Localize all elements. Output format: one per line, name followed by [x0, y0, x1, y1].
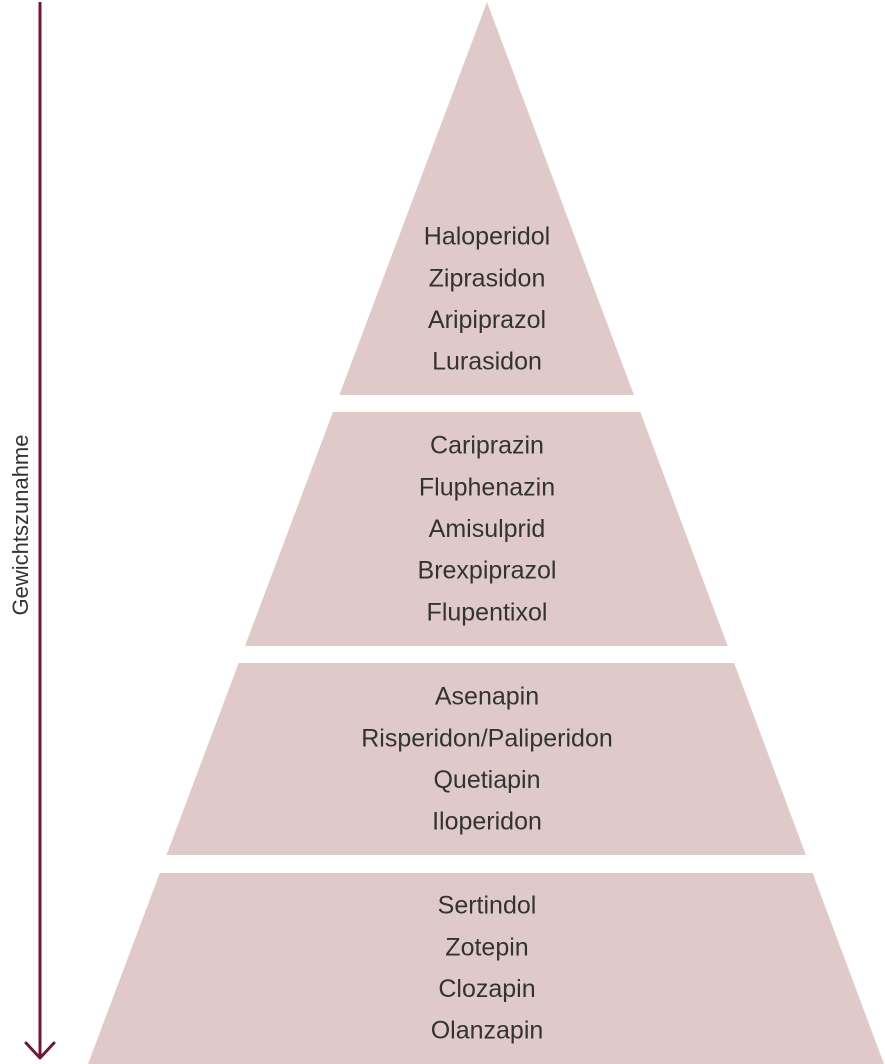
tier-shape — [166, 663, 806, 855]
drug-label: Haloperidol — [424, 223, 550, 251]
drug-label: Sertindol — [438, 892, 537, 920]
drug-label: Lurasidon — [432, 348, 542, 376]
tier-shape — [88, 873, 884, 1064]
drug-label: Cariprazin — [430, 432, 544, 460]
drug-label: Zotepin — [445, 933, 528, 961]
drug-label: Risperidon/Paliperidon — [361, 724, 613, 752]
drug-label: Iloperidon — [432, 808, 542, 836]
axis-label: Gewichtszunahme — [8, 435, 33, 616]
pyramid: HaloperidolZiprasidonAripiprazolLurasido… — [88, 2, 884, 1064]
drug-label: Clozapin — [438, 975, 535, 1003]
drug-label: Olanzapin — [431, 1017, 544, 1045]
pyramid-tier-1: HaloperidolZiprasidonAripiprazolLurasido… — [339, 2, 634, 395]
drug-label: Aripiprazol — [428, 306, 546, 334]
weight-gain-arrow — [24, 2, 56, 1060]
tier-shape — [339, 2, 634, 395]
drug-label: Ziprasidon — [429, 264, 546, 292]
drug-label: Quetiapin — [433, 766, 540, 794]
drug-label: Asenapin — [435, 683, 539, 711]
drug-label: Brexpiprazol — [418, 557, 557, 585]
arrow-head — [24, 1041, 56, 1060]
tier-shape — [245, 412, 728, 646]
pyramid-tier-2: CariprazinFluphenazinAmisulpridBrexpipra… — [245, 412, 728, 646]
drug-label: Amisulprid — [429, 515, 546, 543]
drug-label: Flupentixol — [427, 598, 548, 626]
drug-label: Fluphenazin — [419, 473, 555, 501]
pyramid-tier-3: AsenapinRisperidon/PaliperidonQuetiapinI… — [166, 663, 806, 855]
